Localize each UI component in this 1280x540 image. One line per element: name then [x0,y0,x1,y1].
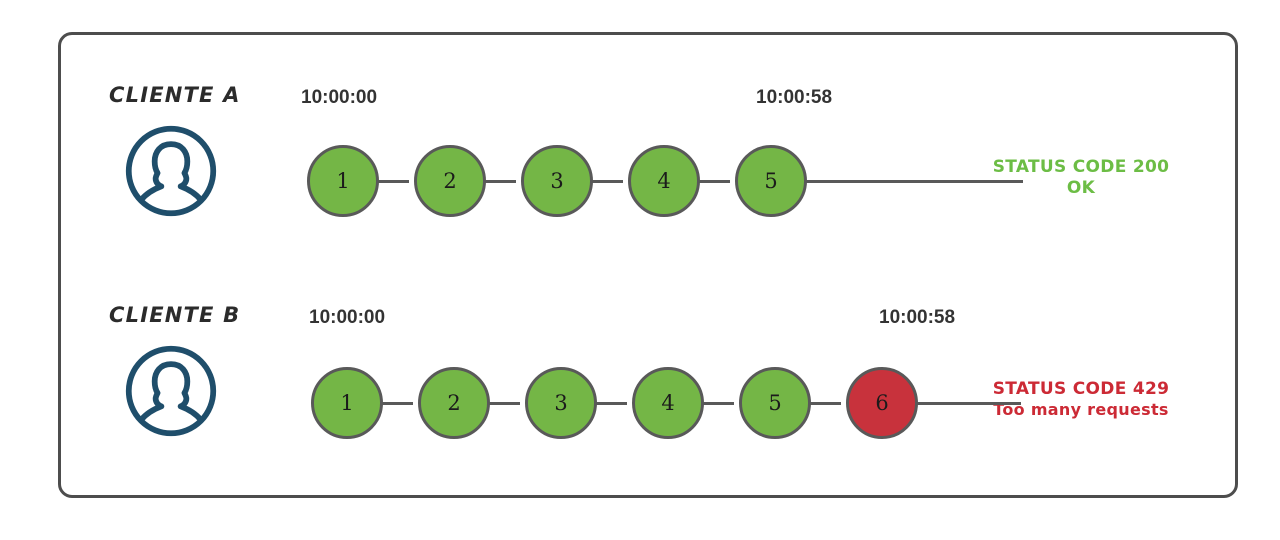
client-b-label: CLIENTE B [109,303,241,327]
request-node[interactable]: 1 [307,145,379,217]
request-node[interactable]: 2 [414,145,486,217]
row-b-link-3-4 [595,402,627,405]
request-node-rejected[interactable]: 6 [846,367,918,439]
row-b-link-5-6 [809,402,841,405]
row-b-status: STATUS CODE 429 Too many requests [966,379,1196,420]
request-node[interactable]: 5 [735,145,807,217]
row-b-time-start: 10:00:00 [309,307,386,328]
request-node-number: 3 [550,169,564,193]
row-a-link-tail [805,180,1023,183]
row-b-link-tail [916,402,1021,405]
request-node-number: 2 [443,169,457,193]
request-node-number: 4 [657,169,671,193]
row-a-time-start: 10:00:00 [301,87,378,108]
request-node-number: 6 [875,391,889,415]
request-node[interactable]: 3 [525,367,597,439]
row-a-link-2-3 [484,180,516,183]
row-b-link-4-5 [702,402,734,405]
row-a-status: STATUS CODE 200 OK [971,157,1191,200]
user-avatar-icon [125,345,217,437]
row-b-status-line1: STATUS CODE 429 [992,379,1170,399]
request-node-number: 3 [554,391,568,415]
row-a-status-line1: STATUS CODE 200 [992,157,1170,177]
request-node-number: 5 [764,169,778,193]
row-a-link-3-4 [591,180,623,183]
request-node[interactable]: 3 [521,145,593,217]
row-a-link-4-5 [698,180,730,183]
request-node[interactable]: 5 [739,367,811,439]
request-node[interactable]: 4 [628,145,700,217]
request-node[interactable]: 2 [418,367,490,439]
diagram-frame: CLIENTE A 10:00:00 10:00:58 1 2 3 4 5 [58,32,1238,498]
row-b-link-2-3 [488,402,520,405]
request-node-number: 1 [336,169,350,193]
row-b-status-line2: Too many requests [993,400,1169,420]
request-node[interactable]: 4 [632,367,704,439]
row-b-time-end: 10:00:58 [879,307,956,328]
request-node-number: 4 [661,391,675,415]
row-b-link-1-2 [381,402,413,405]
row-a-time-end: 10:00:58 [756,87,833,108]
request-node-number: 5 [768,391,782,415]
row-a-link-1-2 [377,180,409,183]
client-a-label: CLIENTE A [109,83,241,107]
request-node-number: 1 [340,391,354,415]
row-a-status-line2: OK [1066,178,1096,199]
request-node[interactable]: 1 [311,367,383,439]
user-avatar-icon [125,125,217,217]
request-node-number: 2 [447,391,461,415]
